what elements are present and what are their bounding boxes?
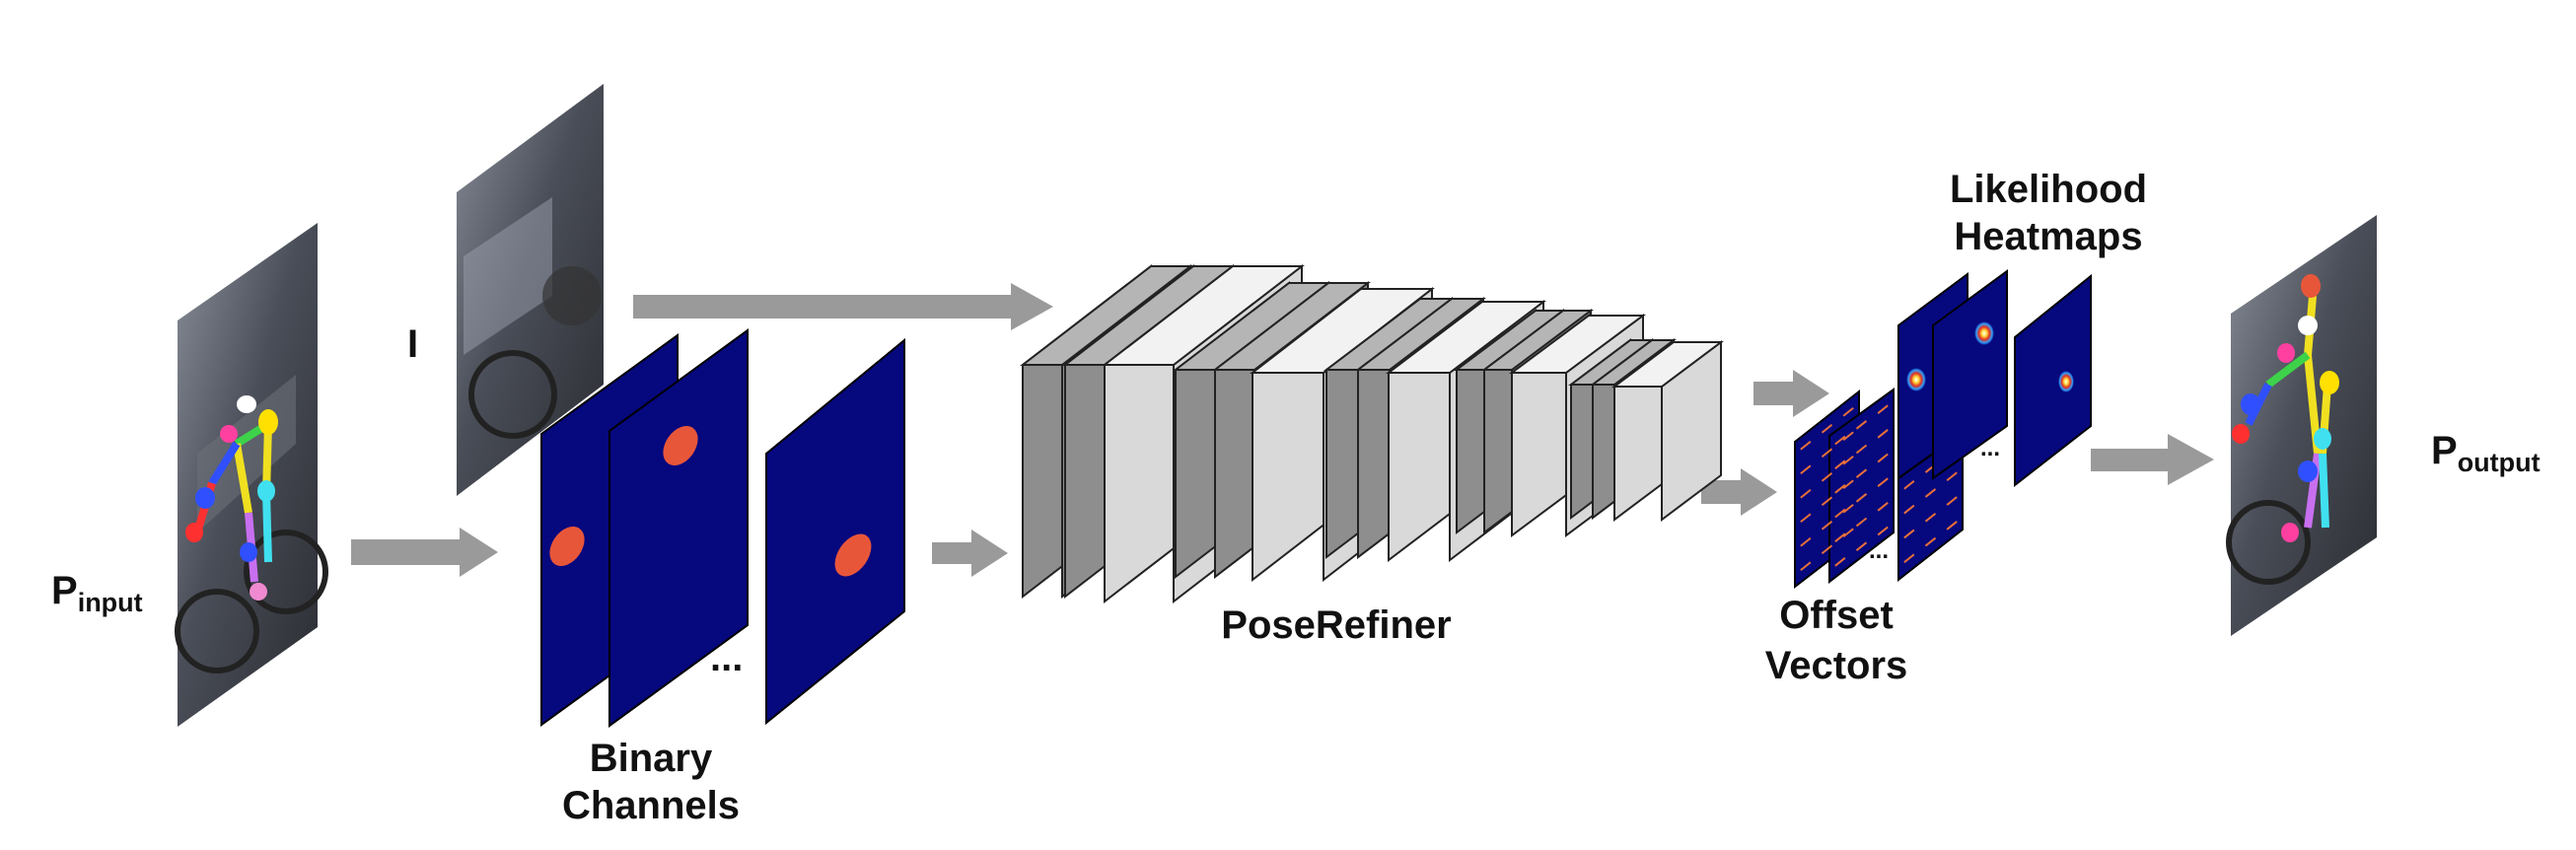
offset-arrow-glyph [1903, 504, 1915, 515]
offset-arrow-glyph [1877, 404, 1889, 414]
offset-arrow-glyph [1800, 488, 1812, 499]
offset-arrow-glyph [1842, 431, 1854, 442]
p-output-label: Poutput [2431, 429, 2540, 477]
offset-arrow-glyph [1946, 471, 1958, 482]
offset-arrow-glyph [1800, 440, 1812, 451]
offset-arrow-glyph [1834, 435, 1846, 446]
offset-arrow-glyph [1855, 517, 1868, 528]
network-layer-slab [1611, 340, 1724, 522]
offset-arrow-glyph [1877, 429, 1889, 439]
offset-arrow-glyph [1855, 493, 1868, 503]
offset-arrow-glyph [1842, 479, 1854, 490]
binary-channels-label: Binary [590, 737, 713, 780]
arrow-outputs-to-pose [2091, 434, 2214, 485]
offset-arrow-glyph [1855, 444, 1868, 455]
likelihood-heatmaps-label-2: Heatmaps [1954, 215, 2142, 258]
offset-arrow-glyph [1877, 526, 1889, 536]
offset-ellipsis: ... [1869, 537, 1889, 564]
arrow-network-to-heatmaps [1753, 370, 1829, 417]
likelihood-heatmaps-label: Likelihood [1950, 168, 2147, 211]
offset-arrow-glyph [1842, 455, 1854, 465]
offset-arrow-glyph [1834, 460, 1846, 469]
p-input-label: Pinput [51, 569, 143, 617]
offset-arrow-glyph [1834, 508, 1846, 519]
input-image-i [457, 84, 604, 496]
heatmap [2014, 273, 2092, 488]
offset-arrow-glyph [1834, 532, 1846, 542]
offset-arrow-glyph [1842, 503, 1854, 514]
arrow-image-to-network [633, 283, 1053, 330]
offset-arrow-glyph [1877, 477, 1889, 487]
offset-arrow-glyph [1855, 468, 1868, 478]
offset-arrow-glyph [1903, 479, 1915, 490]
offset-arrow-glyph [1855, 420, 1868, 430]
offset-arrow-glyph [1821, 496, 1833, 507]
offset-arrow-glyph [1800, 464, 1812, 475]
offset-arrow-glyph [1924, 488, 1937, 498]
offset-arrow-glyph [1800, 561, 1812, 572]
offset-vectors-label-2: Vectors [1765, 644, 1908, 687]
output-pose-image [2226, 215, 2377, 636]
binary-channel [765, 337, 905, 726]
offset-arrow-glyph [1821, 423, 1833, 434]
offset-arrow-glyph [1821, 520, 1833, 531]
offset-arrow-glyph [1855, 541, 1868, 551]
offset-arrow-glyph [1842, 528, 1854, 538]
offset-arrow-glyph [1821, 544, 1833, 555]
heatmap [1932, 269, 2008, 480]
offset-arrow-glyph [1924, 512, 1937, 523]
offset-arrow-glyph [1877, 453, 1889, 463]
offset-arrow-glyph [1946, 496, 1958, 506]
arrow-network-to-offsets [1701, 468, 1777, 516]
offset-arrow-glyph [1834, 557, 1846, 567]
offset-arrow-glyph [1821, 448, 1833, 459]
offset-arrow-glyph [1877, 502, 1889, 512]
offset-arrow-glyph [1800, 536, 1812, 547]
offset-arrow-glyph [1842, 406, 1854, 417]
network-layers [1020, 263, 1724, 604]
offset-arrow-glyph [1903, 529, 1915, 539]
arrow-channels-to-network [932, 530, 1008, 577]
offset-arrow-glyph [1821, 471, 1833, 482]
offset-arrow-glyph [1903, 553, 1915, 564]
offset-vectors-label: Offset [1779, 594, 1894, 637]
offset-arrow-glyph [1924, 536, 1937, 547]
arrow-input-to-channels [351, 528, 498, 577]
heatmap-ellipsis: ... [1980, 435, 2000, 461]
binary-ellipsis: ... [710, 636, 743, 679]
input-pose-image [175, 223, 328, 727]
binary-channel [608, 328, 749, 728]
network-label: PoseRefiner [1221, 603, 1451, 647]
image-i-label: I [407, 322, 418, 366]
offset-arrow-glyph [1834, 484, 1846, 494]
binary-channels-label-2: Channels [562, 784, 740, 827]
offset-arrow-glyph [1946, 521, 1958, 531]
offset-arrow-glyph [1800, 513, 1812, 524]
